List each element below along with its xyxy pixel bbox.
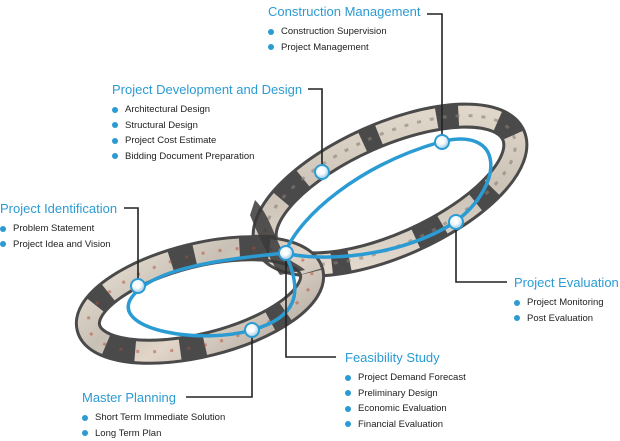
list-item-label: Project Demand Forecast <box>358 372 466 383</box>
bullet-dot-icon <box>345 390 351 397</box>
bullet-dot-icon <box>82 414 88 421</box>
phase-title: Project Identification <box>0 201 118 216</box>
phase-title: Construction Management <box>268 4 421 19</box>
connector-project-development <box>308 88 323 172</box>
list-item: Economic Evaluation <box>345 401 466 417</box>
list-item: Construction Supervision <box>268 24 420 40</box>
list-item: Project Demand Forecast <box>345 370 466 386</box>
lower-ring <box>74 235 326 365</box>
phase-feasibility-study: Feasibility Study Project Demand Forecas… <box>345 350 466 432</box>
list-item-label: Project Management <box>281 41 369 53</box>
node-master-planning-icon <box>244 322 260 338</box>
list-item: Financial Evaluation <box>345 417 466 433</box>
bullet-dot-icon <box>268 28 274 35</box>
list-item-label: Structural Design <box>125 119 198 131</box>
phase-item-list: Project Demand Forecast Preliminary Desi… <box>345 370 466 432</box>
bullet-dot-icon <box>0 241 6 248</box>
phase-project-identification: Project Identification Problem Statement… <box>0 201 117 252</box>
list-item-label: Project Idea and Vision <box>13 238 111 250</box>
list-item-label: Financial Evaluation <box>358 418 444 430</box>
list-item-label: Post Evaluation <box>527 312 594 324</box>
phase-project-evaluation: Project Evaluation Project Monitoring Po… <box>514 275 619 326</box>
list-item-label: Long Term Plan <box>95 427 162 439</box>
node-project-development-icon <box>314 164 330 180</box>
phase-item-list: Construction Supervision Project Managem… <box>268 24 420 55</box>
list-item-label: Bidding Document Preparation <box>125 150 255 162</box>
list-item: Structural Design <box>112 118 302 134</box>
phase-title: Feasibility Study <box>345 350 440 365</box>
list-item: Problem Statement <box>0 221 117 237</box>
bullet-dot-icon <box>514 315 520 322</box>
phase-item-list: Problem Statement Project Idea and Visio… <box>0 221 117 252</box>
node-project-identification-icon <box>130 278 146 294</box>
connector-master-planning <box>186 330 253 398</box>
bullet-dot-icon <box>112 122 118 129</box>
list-item-label: Short Term Immediate Solution <box>95 412 226 423</box>
list-item: Long Term Plan <box>82 426 225 441</box>
bullet-dot-icon <box>82 430 88 437</box>
phase-construction-management: Construction Management Construction Sup… <box>268 4 420 55</box>
bullet-dot-icon <box>345 421 351 428</box>
phase-master-planning: Master Planning Short Term Immediate Sol… <box>82 390 225 441</box>
list-item: Bidding Document Preparation <box>112 149 302 165</box>
list-item: Project Idea and Vision <box>0 237 117 253</box>
bullet-dot-icon <box>112 153 118 160</box>
node-construction-management-icon <box>434 134 450 150</box>
list-item-label: Architectural Design <box>125 104 211 115</box>
blue-path <box>126 137 493 338</box>
list-item-label: Construction Supervision <box>281 26 387 37</box>
list-item: Project Cost Estimate <box>112 133 302 149</box>
bullet-dot-icon <box>345 405 351 412</box>
bullet-dot-icon <box>0 225 6 232</box>
bullet-dot-icon <box>345 374 351 381</box>
list-item: Post Evaluation <box>514 311 619 327</box>
crossing-shadow <box>250 200 305 275</box>
list-item-label: Project Monitoring <box>527 297 604 308</box>
phase-title: Project Development and Design <box>112 82 303 97</box>
list-item: Preliminary Design <box>345 386 466 402</box>
list-item-label: Economic Evaluation <box>358 403 447 414</box>
phase-item-list: Architectural Design Structural Design P… <box>112 102 302 164</box>
phase-title: Master Planning <box>82 390 176 405</box>
list-item-label: Preliminary Design <box>358 387 438 399</box>
nodes <box>130 134 464 338</box>
phase-title: Project Evaluation <box>514 275 619 290</box>
node-feasibility-study-icon <box>278 245 294 261</box>
phase-item-list: Short Term Immediate Solution Long Term … <box>82 410 225 441</box>
list-item: Project Management <box>268 40 420 56</box>
list-item: Project Monitoring <box>514 295 619 311</box>
list-item: Architectural Design <box>112 102 302 118</box>
connector-lines <box>124 13 507 398</box>
list-item-label: Project Cost Estimate <box>125 135 217 146</box>
bullet-dot-icon <box>268 44 274 51</box>
connector-project-identification <box>124 207 139 286</box>
connector-project-evaluation <box>455 222 507 283</box>
connector-construction-management <box>427 13 443 142</box>
bullet-dot-icon <box>112 137 118 144</box>
node-project-evaluation-icon <box>448 214 464 230</box>
phase-item-list: Project Monitoring Post Evaluation <box>514 295 619 326</box>
bullet-dot-icon <box>112 106 118 113</box>
connector-feasibility-study <box>285 253 336 358</box>
bullet-dot-icon <box>514 299 520 306</box>
list-item: Short Term Immediate Solution <box>82 410 225 426</box>
phase-project-development-design: Project Development and Design Architect… <box>112 82 302 164</box>
list-item-label: Problem Statement <box>13 223 95 234</box>
